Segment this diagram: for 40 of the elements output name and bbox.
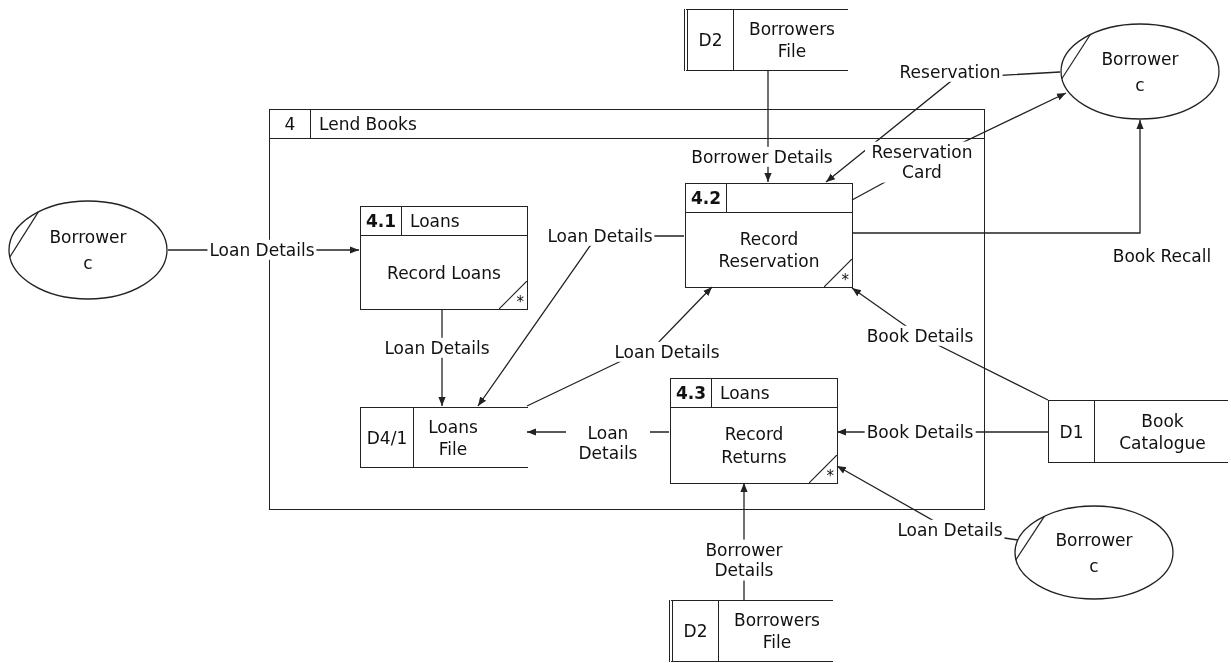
asterisk-mark: * [826,467,834,485]
entity-id: c [1134,73,1146,97]
process-box [685,183,853,288]
entity-name: Borrower [1100,47,1180,71]
process-box [670,378,838,484]
process-title: Record Loans [387,261,501,285]
process-box [360,206,528,310]
entity-id: c [1088,554,1100,578]
process-location: Loans [410,210,460,233]
external-entity [1060,23,1220,120]
process-title: Record Returns [720,423,788,469]
store-id: D4/1 [361,408,414,467]
entity-name: Borrower [48,226,128,249]
entity-name: Borrower [1054,528,1134,552]
store-name: Book Catalogue [1118,409,1207,454]
store-id: D2 [673,601,719,661]
external-entity [1014,505,1174,600]
entity-id: c [82,252,94,275]
asterisk-mark: * [516,293,524,311]
edge-label: Borrower Details [689,146,835,168]
store-id: D2 [688,10,734,70]
asterisk-mark: * [841,271,849,289]
process-number: 4.2 [686,184,727,212]
arrow [851,119,1144,234]
process-number: 4 [270,110,311,138]
store-name: Loans File [427,415,479,460]
store-id: D1 [1049,401,1095,462]
data-store [669,600,833,662]
process-number: 4.3 [671,379,712,407]
data-store [360,407,528,468]
store-name: Borrowers File [748,17,836,63]
external-entity [8,200,168,300]
process-title: Record Reservation [717,227,821,274]
process-number: 4.1 [361,207,402,235]
process-title: Lend Books [319,113,417,136]
edge-label: Loan Details [207,239,317,261]
process-location: Loans [720,382,770,405]
data-store [1048,400,1228,463]
data-store [684,9,848,71]
store-name: Borrowers File [733,608,821,654]
